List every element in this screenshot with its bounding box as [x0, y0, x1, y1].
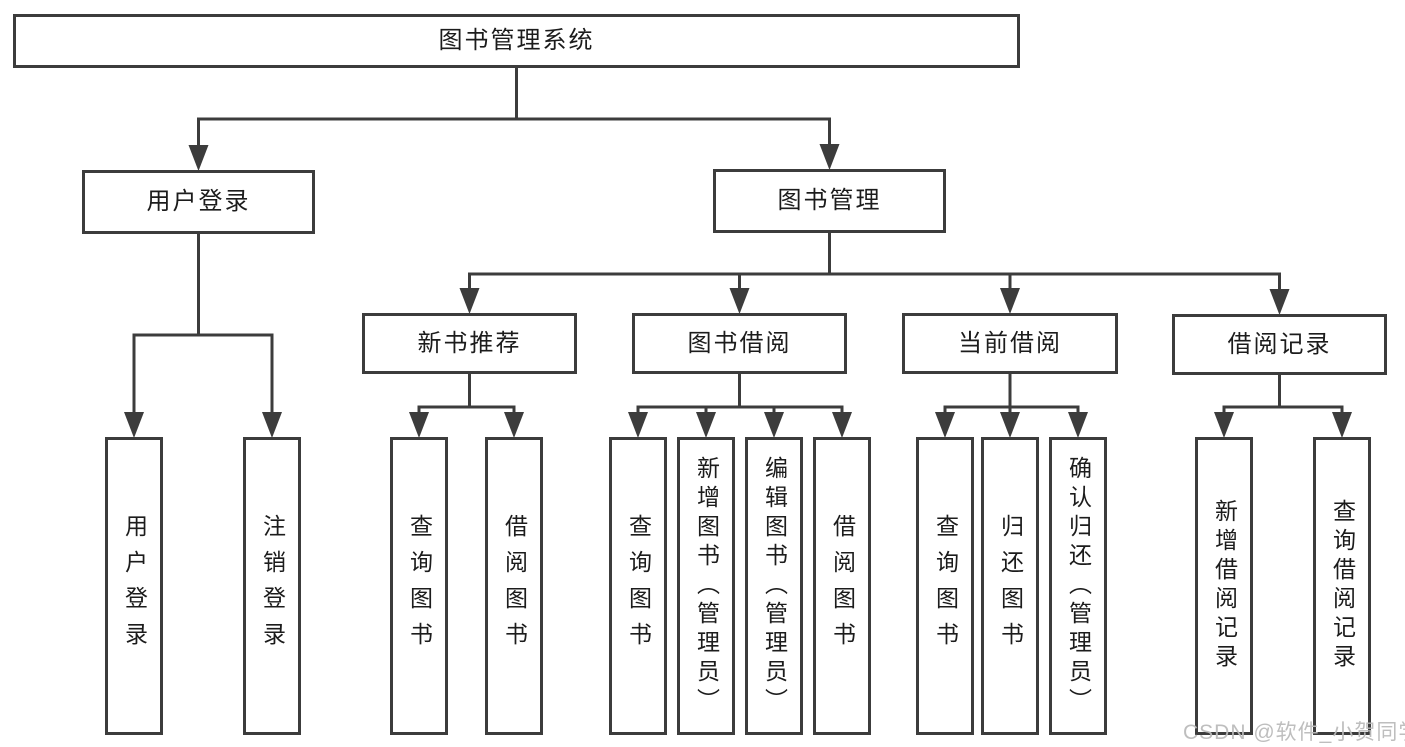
- diagram-node-c1: 查询图书: [916, 437, 974, 735]
- diagram-node-u2: 注销登录: [243, 437, 301, 735]
- arrowhead-icon: [504, 412, 524, 438]
- arrowhead-icon: [935, 412, 955, 438]
- arrowhead-icon: [1000, 288, 1020, 314]
- node-label: 新增借阅记录: [1211, 499, 1238, 673]
- arrowhead-icon: [1214, 412, 1234, 438]
- diagram-node-r1: 查询图书: [390, 437, 448, 735]
- arrowhead-icon: [1332, 412, 1352, 438]
- node-label: 查询借阅记录: [1329, 499, 1356, 673]
- csdn-watermark: CSDN @软件_小贺同学: [1183, 721, 1405, 744]
- diagram-node-u1: 用户登录: [105, 437, 163, 735]
- node-label: 查询图书: [406, 514, 433, 658]
- diagram-node-h2: 查询借阅记录: [1313, 437, 1371, 735]
- diagram-node-history: 借阅记录: [1172, 314, 1387, 375]
- node-label: 借阅图书: [829, 514, 856, 658]
- diagram-node-r2: 借阅图书: [485, 437, 543, 735]
- arrowhead-icon: [729, 288, 750, 314]
- diagram-node-c3: 确认归还（管理员）: [1049, 437, 1107, 735]
- arrowhead-icon: [124, 412, 144, 438]
- node-label: 查询图书: [932, 514, 959, 658]
- arrowhead-icon: [696, 412, 716, 438]
- node-label: 归还图书: [997, 514, 1024, 658]
- diagram-node-b3: 编辑图书（管理员）: [745, 437, 803, 735]
- diagram-node-b4: 借阅图书: [813, 437, 871, 735]
- diagram-node-current: 当前借阅: [902, 313, 1118, 374]
- arrowhead-icon: [459, 288, 480, 314]
- diagram-node-login: 用户登录: [82, 170, 315, 234]
- node-label: 借阅图书: [501, 514, 528, 658]
- node-label: 查询图书: [625, 514, 652, 658]
- diagram-node-h1: 新增借阅记录: [1195, 437, 1253, 735]
- arrowhead-icon: [1000, 412, 1020, 438]
- node-label: 新书推荐: [417, 329, 522, 357]
- node-label: 图书借阅: [687, 329, 792, 357]
- diagram-node-b2: 新增图书（管理员）: [677, 437, 735, 735]
- node-label: 注销登录: [259, 514, 286, 658]
- node-label: 用户登录: [121, 514, 148, 658]
- node-label: 新增图书（管理员）: [693, 455, 720, 717]
- node-label: 确认归还（管理员）: [1065, 455, 1092, 717]
- arrowhead-icon: [188, 145, 209, 171]
- arrowhead-icon: [832, 412, 852, 438]
- diagram-node-b1: 查询图书: [609, 437, 667, 735]
- diagram-node-mgmt: 图书管理: [713, 169, 946, 233]
- diagram-node-root: 图书管理系统: [13, 14, 1020, 68]
- arrowhead-icon: [409, 412, 429, 438]
- node-label: 当前借阅: [958, 329, 1062, 357]
- diagram-node-borrow: 图书借阅: [632, 313, 847, 374]
- diagram-node-rec: 新书推荐: [362, 313, 577, 374]
- node-label: 编辑图书（管理员）: [761, 455, 788, 717]
- node-label: 借阅记录: [1227, 330, 1332, 358]
- node-label: 图书管理: [777, 187, 882, 214]
- arrowhead-icon: [262, 412, 282, 438]
- arrowhead-icon: [764, 412, 784, 438]
- node-label: 用户登录: [146, 188, 251, 215]
- node-label: 图书管理系统: [438, 27, 595, 54]
- diagram-node-c2: 归还图书: [981, 437, 1039, 735]
- arrowhead-icon: [819, 144, 840, 170]
- arrowhead-icon: [1269, 289, 1290, 315]
- arrowhead-icon: [1068, 412, 1088, 438]
- arrowhead-icon: [628, 412, 648, 438]
